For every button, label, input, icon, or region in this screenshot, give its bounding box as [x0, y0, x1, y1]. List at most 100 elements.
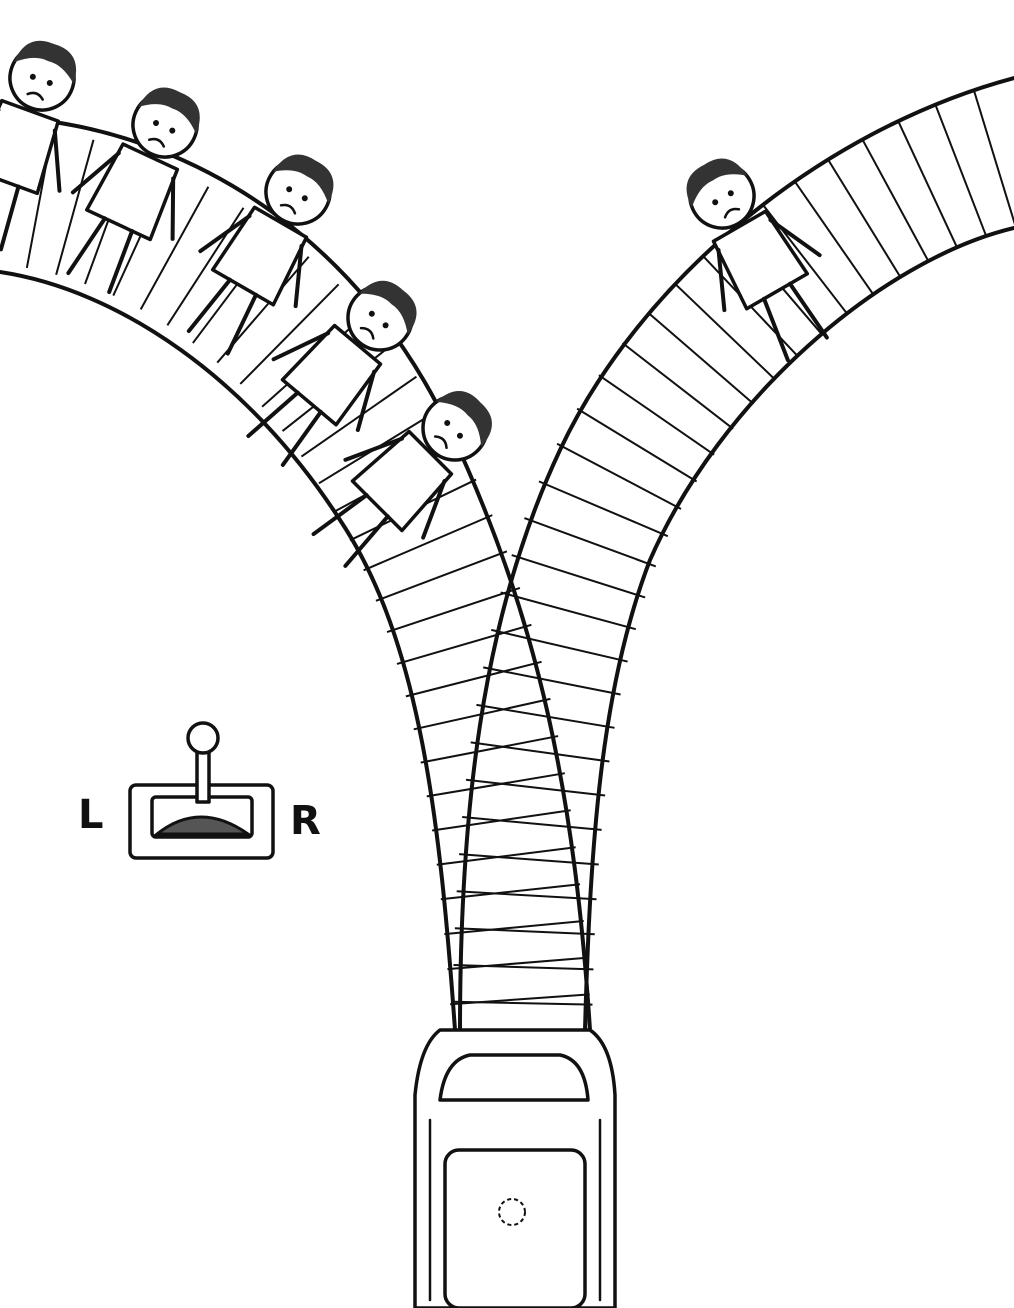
- person-frown: [723, 207, 741, 219]
- person-eye: [152, 120, 159, 127]
- track-tie: [465, 778, 606, 797]
- tied-person: [186, 154, 334, 356]
- person-body: [0, 98, 60, 196]
- people-group: [0, 40, 829, 568]
- person-hair: [358, 280, 417, 335]
- right-track-outer-rail: [458, 76, 1014, 1032]
- track-tie: [973, 91, 1014, 225]
- track-tie: [511, 554, 646, 599]
- person-body: [210, 205, 309, 307]
- track-tie: [139, 186, 210, 310]
- track-tie: [673, 282, 777, 381]
- track-tie: [524, 517, 657, 568]
- lever-switch[interactable]: [128, 721, 275, 860]
- person-leg: [280, 409, 323, 467]
- track-tie: [405, 660, 542, 698]
- track-tie: [861, 138, 930, 263]
- track-tie: [420, 735, 559, 764]
- person-arm: [170, 176, 176, 241]
- person-arm: [716, 247, 727, 313]
- lever-right-label: R: [290, 798, 321, 844]
- track-tie: [426, 772, 566, 798]
- track-tie: [598, 374, 715, 456]
- person-eye: [727, 190, 734, 197]
- track-tie: [621, 342, 734, 430]
- person-leg: [186, 277, 233, 334]
- track-tie: [55, 139, 95, 276]
- person-hair: [686, 158, 748, 208]
- right-track-inner-rail: [583, 226, 1014, 1032]
- person-eye: [368, 310, 375, 317]
- person-leg: [0, 184, 21, 252]
- person-frown: [26, 91, 44, 101]
- person-hair: [272, 154, 334, 204]
- lever-pivot: [152, 815, 253, 836]
- lever-knob[interactable]: [186, 721, 220, 755]
- track-tie: [453, 964, 594, 971]
- track-tie: [483, 666, 621, 696]
- track-tie: [454, 927, 595, 936]
- track-tie: [386, 586, 521, 634]
- track-tie: [646, 311, 755, 405]
- track-tie: [576, 407, 698, 483]
- track-tie: [363, 514, 493, 572]
- trolley-roof-vent: [498, 1198, 526, 1226]
- person-arm: [421, 479, 447, 540]
- track-tie: [447, 956, 588, 971]
- track-tie: [556, 442, 682, 510]
- trolley: [413, 1028, 617, 1308]
- left-track-outer-rail: [0, 270, 457, 1032]
- tied-person: [311, 391, 492, 568]
- track-tie: [452, 1000, 593, 1006]
- person-arm: [355, 369, 377, 432]
- person-eye: [169, 127, 176, 134]
- tied-person: [66, 87, 200, 295]
- lever-stick[interactable]: [195, 746, 211, 804]
- person-eye: [29, 73, 36, 80]
- right-branch-track: [458, 76, 1014, 1032]
- track-tie: [934, 104, 987, 236]
- person-leg: [66, 216, 107, 276]
- track-tie: [793, 179, 875, 297]
- person-leg: [787, 281, 829, 340]
- track-tie: [500, 591, 637, 631]
- person-leg: [246, 390, 300, 438]
- track-tie: [436, 846, 576, 866]
- person-frown: [359, 326, 375, 340]
- person-frown: [279, 203, 297, 215]
- track-tie: [897, 120, 959, 249]
- tied-person: [246, 280, 417, 467]
- track-tie: [462, 816, 602, 831]
- tied-person: [0, 40, 77, 252]
- track-tie: [470, 741, 610, 763]
- person-leg: [311, 493, 369, 537]
- person-arm: [198, 213, 252, 254]
- lever-left-label: L: [78, 792, 104, 838]
- person-frown: [148, 137, 166, 148]
- trolley-windshield: [438, 1053, 590, 1102]
- track-tie: [239, 283, 340, 385]
- track-tie: [396, 623, 532, 665]
- person-arm: [768, 217, 822, 258]
- track-tie: [476, 703, 615, 729]
- person-eye: [46, 79, 53, 86]
- person-leg: [225, 292, 258, 356]
- person-eye: [456, 432, 463, 439]
- track-tie: [444, 920, 584, 936]
- person-arm: [271, 331, 331, 362]
- person-hair: [13, 40, 77, 85]
- tied-person: [686, 158, 829, 363]
- person-arm: [293, 243, 304, 309]
- person-hair: [138, 87, 200, 134]
- track-tie: [538, 480, 669, 538]
- person-body: [280, 323, 383, 427]
- track-tie: [826, 158, 902, 279]
- person-eye: [382, 322, 389, 329]
- track-tie: [300, 375, 417, 458]
- person-eye: [286, 186, 293, 193]
- person-leg: [343, 514, 390, 568]
- person-leg: [762, 296, 790, 363]
- track-tie: [491, 628, 628, 663]
